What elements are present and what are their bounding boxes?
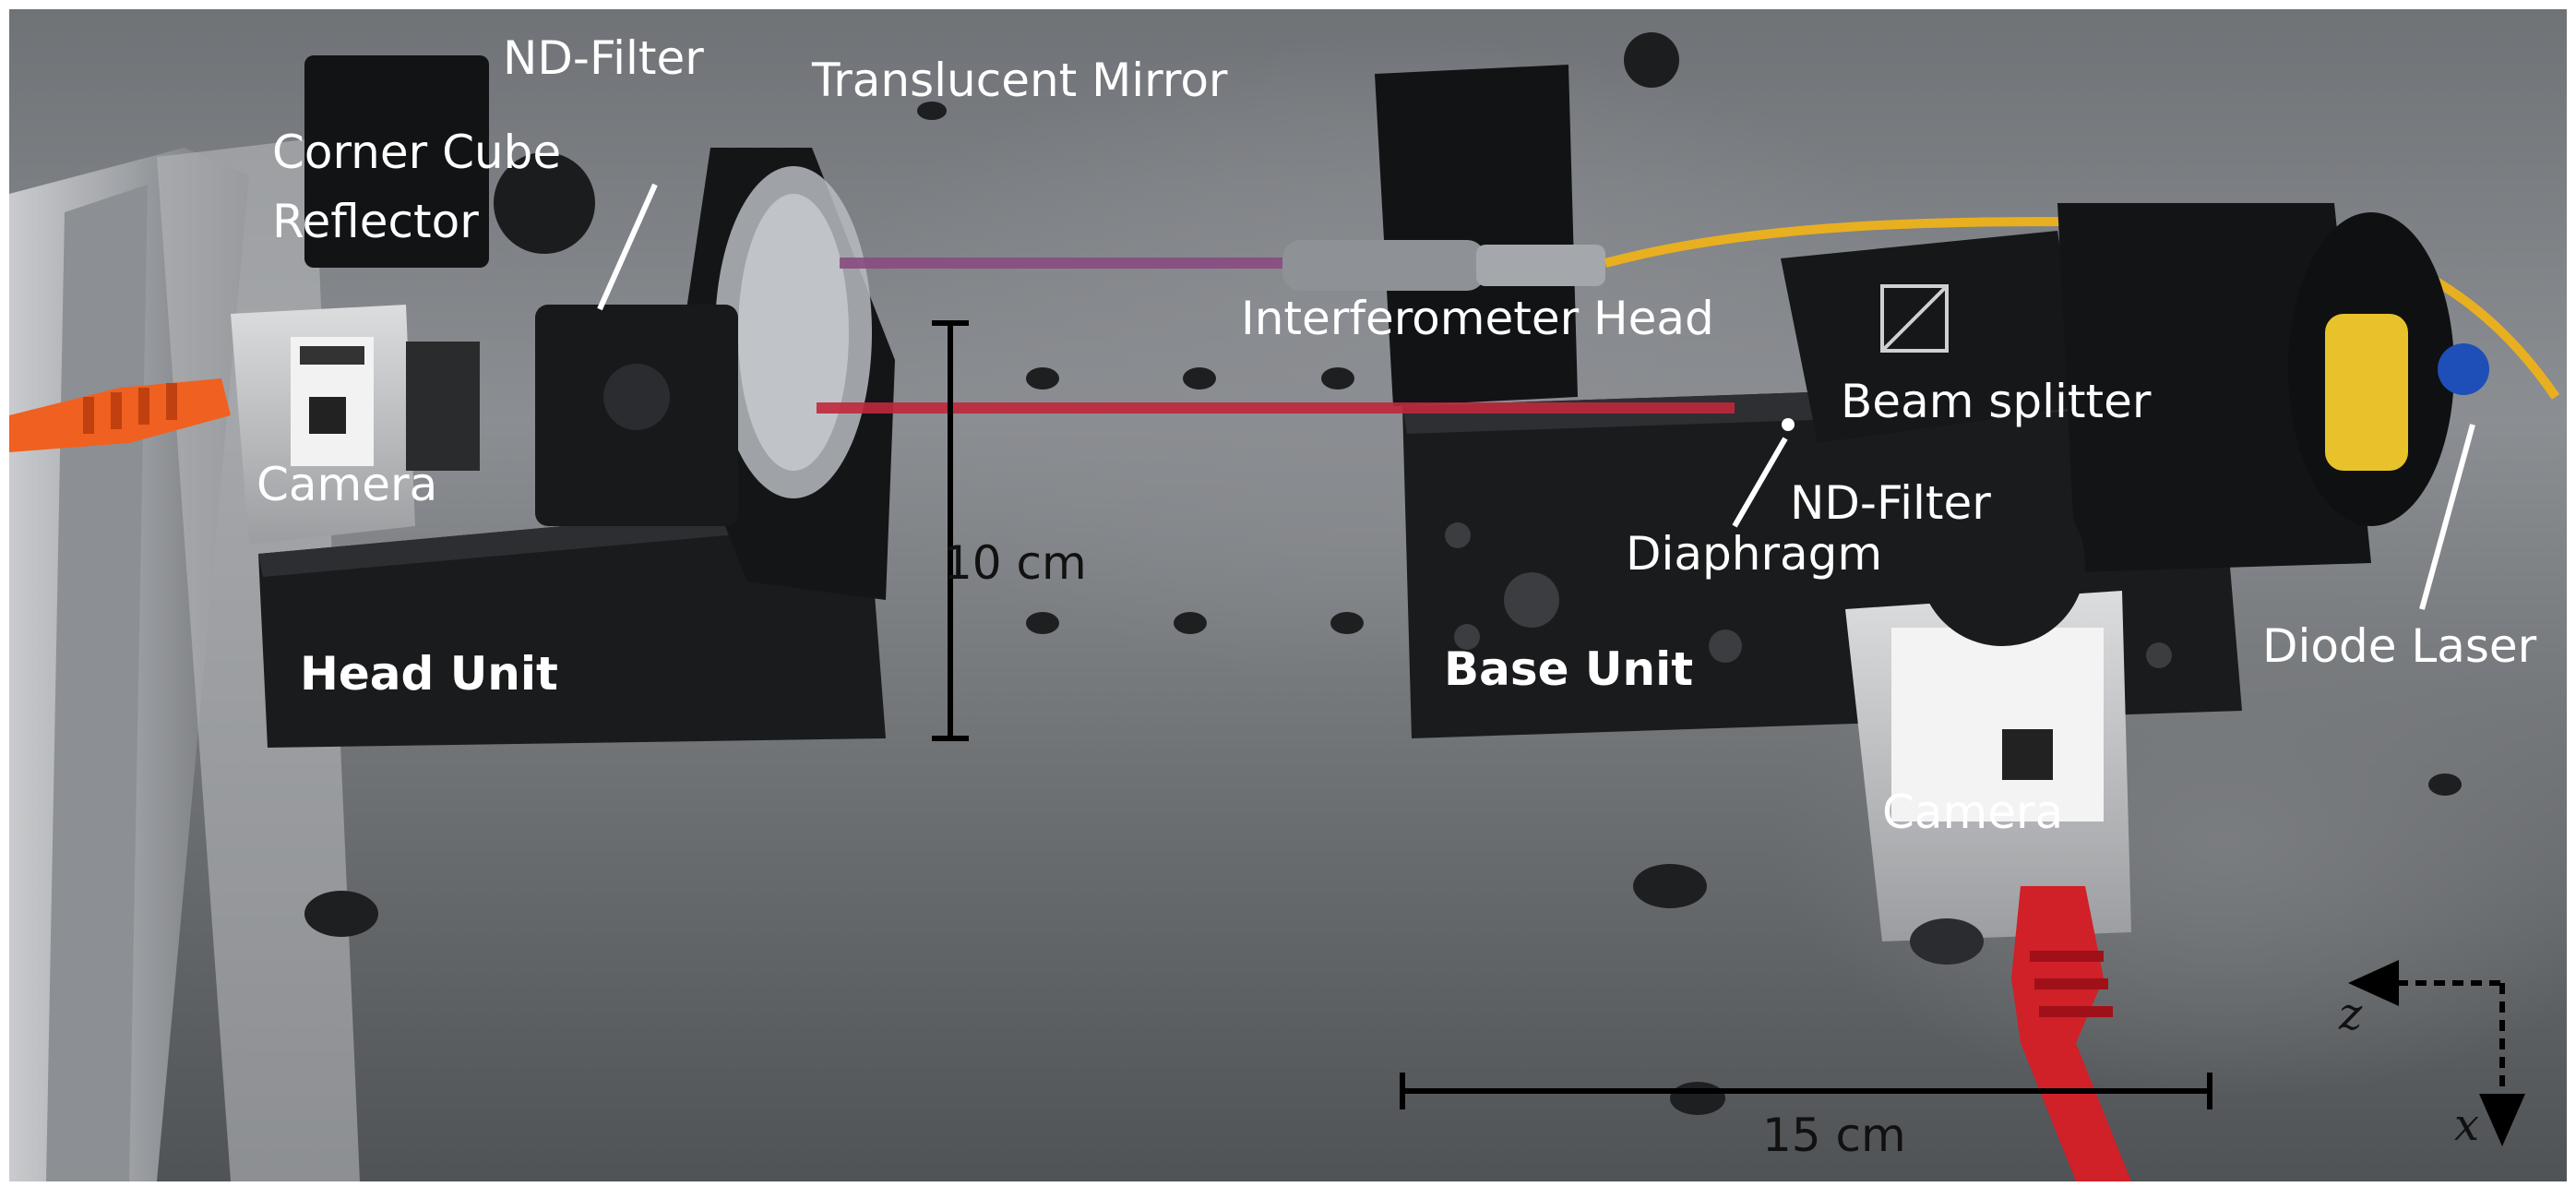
x-axis-arrow-icon: [2479, 1094, 2525, 1146]
label-camera-head: Camera: [256, 458, 438, 511]
label-camera-base: Camera: [1882, 785, 2064, 839]
label-nd-filter-head: ND-Filter: [503, 31, 704, 85]
label-base-unit: Base Unit: [1444, 642, 1694, 696]
label-scale-vertical: 10 cm: [943, 536, 1087, 590]
label-beam-splitter: Beam splitter: [1841, 375, 2152, 428]
beam-splitter-cube: [1781, 231, 2085, 443]
leader-diaphragm: [1732, 437, 1788, 528]
label-corner-cube-line1: Corner Cube: [272, 126, 562, 179]
label-head-unit: Head Unit: [300, 647, 558, 701]
camera-head-body: [231, 305, 480, 545]
corner-cube-mount: [304, 55, 595, 268]
label-nd-filter-base: ND-Filter: [1790, 476, 1991, 530]
leader-diode-laser: [2419, 424, 2475, 610]
leader-nd-filter-head: [597, 183, 658, 311]
label-translucent-mirror: Translucent Mirror: [812, 54, 1228, 107]
label-diode-laser: Diode Laser: [2262, 619, 2537, 673]
coordinate-axes: [2348, 960, 2525, 1146]
label-axis-z: z: [2339, 989, 2363, 1040]
scale-bar-vertical: [932, 320, 969, 741]
ethernet-cable-base: [2011, 886, 2131, 1181]
nd-filter-head-block: [535, 305, 738, 526]
label-axis-x: x: [2454, 1099, 2480, 1151]
camera-base-body: [1845, 480, 2131, 965]
label-corner-cube-line2: Reflector: [272, 195, 479, 248]
scale-bar-horizontal: [1400, 1073, 2212, 1109]
interferometer-head-body: [1282, 32, 1679, 406]
setup-photo: ND-Filter Translucent Mirror Corner Cube…: [9, 9, 2567, 1181]
label-interferometer-head: Interferometer Head: [1241, 292, 1714, 345]
z-axis-arrow-icon: [2348, 960, 2399, 1006]
diaphragm-marker: [1782, 418, 1795, 431]
label-scale-horizontal: 15 cm: [1762, 1109, 1906, 1162]
diode-laser-housing: [2057, 203, 2489, 572]
photo-scene: [9, 32, 2560, 1181]
ethernet-plug-head: [9, 378, 231, 452]
label-diaphragm: Diaphragm: [1626, 527, 1883, 581]
